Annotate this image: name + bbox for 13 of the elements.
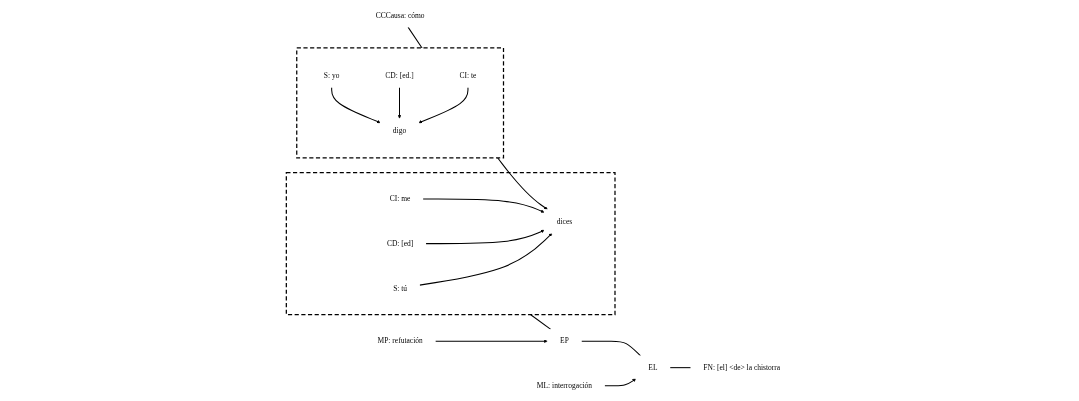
- arrow: [331, 86, 381, 124]
- connector: [669, 367, 692, 369]
- arrow: [434, 339, 548, 343]
- arrow: [422, 198, 545, 213]
- arrow: [419, 233, 553, 286]
- connector: [530, 314, 552, 330]
- arrow: [397, 86, 402, 119]
- arrow: [425, 229, 545, 245]
- cluster: [296, 47, 505, 159]
- arrow: [604, 378, 636, 387]
- connector: [580, 340, 642, 357]
- cluster: [285, 171, 616, 316]
- arrow: [418, 86, 469, 124]
